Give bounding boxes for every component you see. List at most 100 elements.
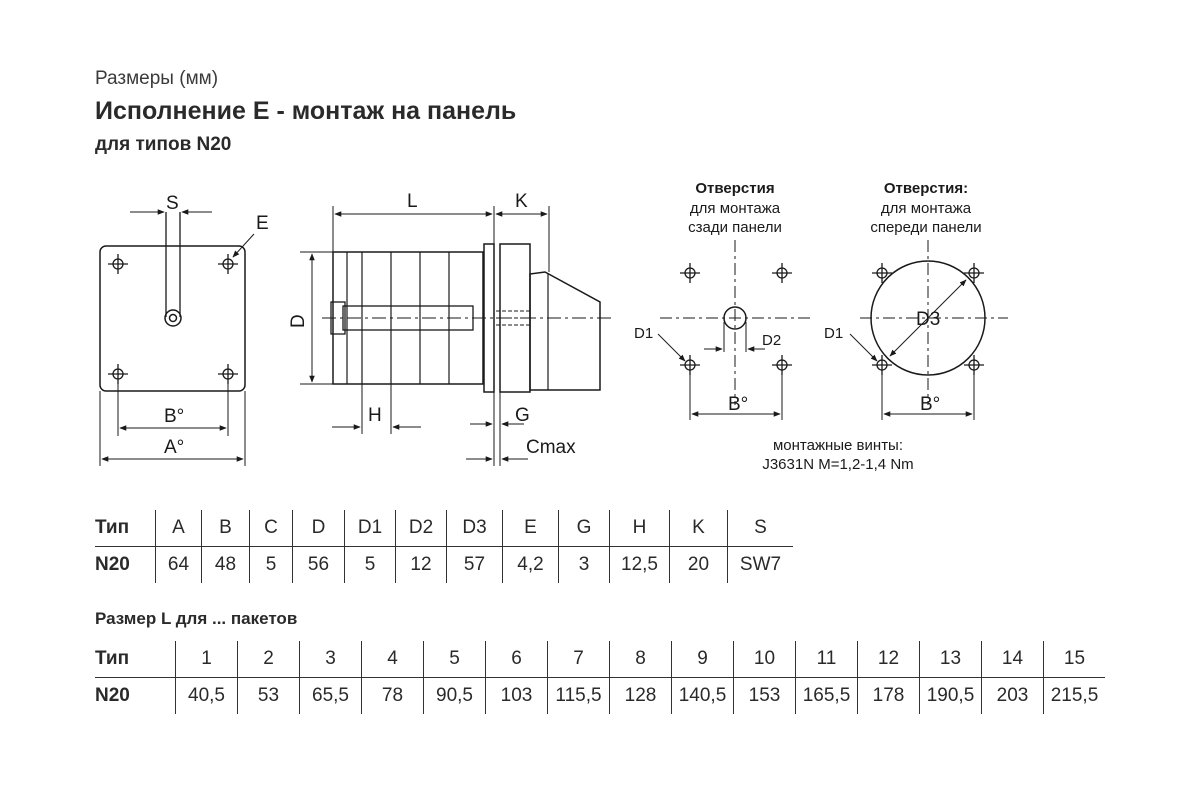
holes-front-line3: спереди панели	[870, 219, 981, 236]
table-header-cell: A	[155, 510, 202, 547]
table-cell: N20	[95, 685, 130, 706]
table-cell: 65,5	[299, 677, 362, 714]
table-cell: 5	[344, 546, 396, 583]
table-cell: 20	[669, 546, 728, 583]
table-cell: 53	[237, 677, 300, 714]
label-d: D	[288, 314, 309, 328]
label-l: L	[407, 191, 418, 212]
label-g: G	[515, 405, 530, 426]
length-table: Тип 1 2 3 4 5 6 7 8 9 10 11 12 13 14 15 …	[95, 641, 1105, 714]
table-header-cell: 4	[361, 641, 424, 678]
technical-drawing: S E B° A° L	[99, 180, 1008, 473]
table-cell: 4,2	[502, 546, 559, 583]
table-header-cell: D2	[395, 510, 447, 547]
screws-line2: J3631N M=1,2-1,4 Nm	[762, 456, 913, 473]
table-header-cell: 2	[237, 641, 300, 678]
table-cell: 203	[981, 677, 1044, 714]
dimensions-caption: Размеры (мм)	[95, 68, 219, 89]
mounting-holes-front-panel	[872, 263, 984, 375]
holes-front-view	[849, 240, 1008, 420]
label-d1-front: D1	[824, 325, 843, 342]
table-header-cell: D1	[344, 510, 396, 547]
label-d3: D3	[916, 309, 940, 330]
label-s: S	[166, 193, 179, 214]
table-cell: 12,5	[609, 546, 670, 583]
label-b-rear: B°	[728, 394, 748, 415]
table-cell: 48	[201, 546, 250, 583]
table-header-cell: Тип	[95, 510, 156, 547]
table-cell: 103	[485, 677, 548, 714]
mounting-holes-rear	[680, 263, 792, 375]
label-d1-rear: D1	[634, 325, 653, 342]
table-header-cell: C	[249, 510, 293, 547]
label-k: K	[515, 191, 528, 212]
mounting-holes-front	[108, 254, 238, 384]
table-header-cell: 14	[981, 641, 1044, 678]
label-cmax: Cmax	[526, 437, 576, 458]
table-row: N20 64 48 5 56 5 12 57 4,2 3 12,5 20 SW7	[95, 546, 793, 583]
holes-rear-title: Отверстия	[695, 180, 774, 197]
table-header-cell: 3	[299, 641, 362, 678]
front-plate	[99, 245, 246, 392]
table-cell: 64	[155, 546, 202, 583]
table-cell: 3	[558, 546, 610, 583]
table-header-cell: D	[292, 510, 345, 547]
shaft-end	[164, 309, 182, 327]
table-header-cell: 15	[1043, 641, 1105, 678]
table-header-cell: H	[609, 510, 670, 547]
handle	[529, 271, 601, 391]
table-header-row: Тип A B C D D1 D2 D3 E G H K S	[95, 510, 793, 547]
table-cell: 115,5	[547, 677, 610, 714]
table-header-cell: 7	[547, 641, 610, 678]
table-cell: 12	[395, 546, 447, 583]
table-cell: 215,5	[1043, 677, 1105, 714]
table-header-cell: 6	[485, 641, 548, 678]
holes-rear-line3: сзади панели	[688, 219, 782, 236]
page-title: Исполнение E - монтаж на панель	[95, 97, 517, 125]
table-header-cell: K	[669, 510, 728, 547]
label-a: A°	[164, 437, 184, 458]
table-header-cell: 9	[671, 641, 734, 678]
label-d2: D2	[762, 332, 781, 349]
table-cell: 140,5	[671, 677, 734, 714]
label-b-front: B°	[920, 394, 940, 415]
table-header-cell: 1	[175, 641, 238, 678]
label-h: H	[368, 405, 382, 426]
table-cell: 165,5	[795, 677, 858, 714]
table-cell: 57	[446, 546, 503, 583]
table-header-cell: 5	[423, 641, 486, 678]
screws-line1: монтажные винты:	[773, 437, 903, 454]
table-header-cell: 10	[733, 641, 796, 678]
table-cell: 5	[249, 546, 293, 583]
table-cell: 153	[733, 677, 796, 714]
front-view	[99, 209, 255, 466]
table-header-cell: E	[502, 510, 559, 547]
table-header-row: Тип 1 2 3 4 5 6 7 8 9 10 11 12 13 14 15	[95, 641, 1105, 678]
table2-title: Размер L для ... пакетов	[95, 609, 298, 628]
table-cell: 128	[609, 677, 672, 714]
label-e: E	[256, 213, 269, 234]
table-cell: 90,5	[423, 677, 486, 714]
table-header-cell: G	[558, 510, 610, 547]
holes-rear-line2: для монтажа	[690, 200, 781, 217]
table-header-cell: Тип	[95, 641, 176, 678]
label-b: B°	[164, 406, 184, 427]
center-hole-rear	[723, 306, 747, 330]
table-cell: 56	[292, 546, 345, 583]
table-header-cell: 11	[795, 641, 858, 678]
table-cell: 40,5	[175, 677, 238, 714]
table-header-cell: 12	[857, 641, 920, 678]
holes-front-title: Отверстия:	[884, 180, 968, 197]
table-cell: 178	[857, 677, 920, 714]
table-row: N20 40,5 53 65,5 78 90,5 103 115,5 128 1…	[95, 677, 1105, 714]
table-cell: 190,5	[919, 677, 982, 714]
table-cell: SW7	[727, 546, 793, 583]
table-header-cell: B	[201, 510, 250, 547]
side-view	[300, 206, 612, 466]
table-header-cell: S	[727, 510, 793, 547]
table-header-cell: 8	[609, 641, 672, 678]
holes-rear-view	[657, 240, 810, 420]
table-header-cell: 13	[919, 641, 982, 678]
holes-front-line2: для монтажа	[881, 200, 972, 217]
page-subtitle: для типов N20	[95, 134, 232, 155]
